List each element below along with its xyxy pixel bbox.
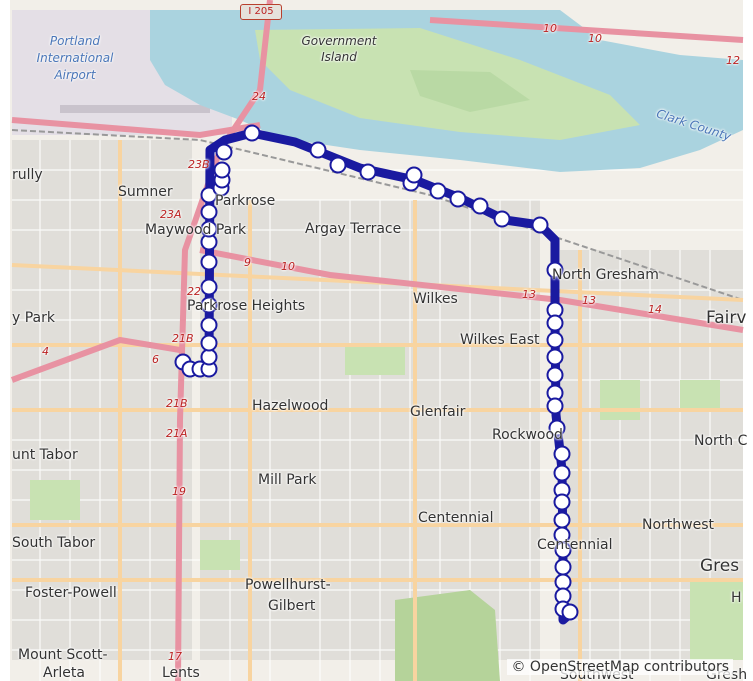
label-mill-park: Mill Park — [258, 472, 317, 488]
runway — [60, 105, 210, 113]
shield-22: 22 — [187, 285, 201, 298]
label-sumner: Sumner — [118, 184, 173, 200]
label-glenfair: Glenfair — [410, 404, 466, 420]
label-argay-terrace: Argay Terrace — [305, 221, 402, 237]
shield-10a: 10 — [543, 22, 557, 35]
route-stop-marker[interactable] — [329, 156, 347, 174]
shield-12: 12 — [726, 54, 740, 67]
route-stop-marker[interactable] — [493, 210, 511, 228]
route-stop-marker[interactable] — [546, 314, 564, 332]
shield-19: 19 — [172, 485, 186, 498]
route-stops[interactable] — [174, 124, 579, 621]
route-stop-marker[interactable] — [553, 464, 571, 482]
route-stop-marker[interactable] — [546, 348, 564, 366]
route-stop-marker[interactable] — [200, 220, 218, 238]
label-government-island: Government Island — [301, 34, 377, 64]
shield-10c: 10 — [281, 260, 295, 273]
route-stop-marker[interactable] — [554, 541, 572, 559]
shield-24: 24 — [252, 90, 266, 103]
route-stop-marker[interactable] — [359, 163, 377, 181]
label-centennial: Centennial — [418, 510, 494, 526]
shield-17: 17 — [168, 650, 182, 663]
route-stop-marker[interactable] — [213, 161, 231, 179]
route-stop-marker[interactable] — [546, 397, 564, 415]
label-wilkes: Wilkes — [413, 291, 458, 307]
route-stop-marker[interactable] — [546, 261, 564, 279]
label-h: H — [731, 590, 742, 606]
shield-14: 14 — [648, 303, 662, 316]
route-stop-marker[interactable] — [200, 316, 218, 334]
route-stop-marker[interactable] — [554, 573, 572, 591]
label-gres: Gres — [700, 556, 740, 576]
shield-4: 4 — [42, 345, 49, 358]
map-attribution[interactable]: © OpenStreetMap contributors — [507, 659, 733, 675]
shield-13b: 13 — [582, 294, 596, 307]
route-stop-marker[interactable] — [553, 445, 571, 463]
route-stop-marker[interactable] — [200, 278, 218, 296]
label-north-gresham: North Gresham — [552, 267, 659, 283]
shield-21b-north: 21B — [172, 332, 194, 345]
shield-10b: 10 — [588, 32, 602, 45]
label-parkrose: Parkrose — [215, 193, 276, 209]
label-hazelwood: Hazelwood — [252, 398, 329, 414]
route-stop-marker[interactable] — [200, 334, 218, 352]
route-stop-marker[interactable] — [546, 366, 564, 384]
label-centennial-2: Centennial — [537, 537, 613, 553]
shield-13a: 13 — [522, 288, 536, 301]
shield-23a: 23A — [160, 208, 182, 221]
label-gilbert: Gilbert — [268, 598, 316, 614]
route-stop-marker[interactable] — [200, 253, 218, 271]
label-foster-powell: Foster-Powell — [25, 585, 117, 601]
route-stop-marker[interactable] — [471, 197, 489, 215]
label-lents: Lents — [162, 665, 200, 681]
route-stop-marker[interactable] — [553, 511, 571, 529]
label-northwest: Northwest — [642, 517, 715, 533]
label-mount-scott: Mount Scott- — [18, 647, 108, 663]
label-south-tabor: South Tabor — [12, 535, 96, 551]
shield-21a: 21A — [166, 427, 188, 440]
route-stop-marker[interactable] — [561, 603, 579, 621]
route-stop-marker[interactable] — [429, 182, 447, 200]
route-stop-marker[interactable] — [405, 166, 423, 184]
route-stop-marker[interactable] — [531, 216, 549, 234]
route-stop-marker[interactable] — [546, 331, 564, 349]
route-stop-marker[interactable] — [553, 493, 571, 511]
route-stop-marker[interactable] — [200, 296, 218, 314]
route-stop-marker[interactable] — [200, 203, 218, 221]
label-rockwood: Rockwood — [492, 427, 563, 443]
shield-9: 9 — [244, 256, 251, 269]
label-maywood-park: Maywood Park — [145, 222, 247, 238]
label-north-c: North C — [694, 433, 748, 449]
route-stop-marker[interactable] — [243, 124, 261, 142]
shield-23b: 23B — [188, 158, 210, 171]
route-stop-marker[interactable] — [215, 143, 233, 161]
route-stop-marker[interactable] — [554, 558, 572, 576]
route-stop-marker[interactable] — [309, 141, 327, 159]
label-wilkes-east: Wilkes East — [460, 332, 540, 348]
railroad — [11, 129, 744, 301]
label-parkrose-heights: Parkrose Heights — [187, 298, 306, 314]
shield-6: 6 — [152, 353, 159, 366]
shield-21b: 21B — [166, 397, 188, 410]
label-y-park: y Park — [12, 310, 55, 326]
label-mount-tabor: unt Tabor — [12, 447, 78, 463]
highway-shield-i205: I 205 — [240, 4, 282, 20]
label-fairv: Fairv — [706, 308, 747, 328]
label-powellhurst: Powellhurst- — [245, 577, 331, 593]
label-portland-airport: Portland International Airport — [36, 34, 114, 82]
route-stop-marker[interactable] — [200, 348, 218, 366]
island-wetland — [410, 70, 530, 112]
route-stop-marker[interactable] — [548, 419, 566, 437]
label-rully: rully — [12, 167, 43, 183]
route-stop-marker[interactable] — [449, 190, 467, 208]
label-arleta: Arleta — [43, 665, 85, 681]
